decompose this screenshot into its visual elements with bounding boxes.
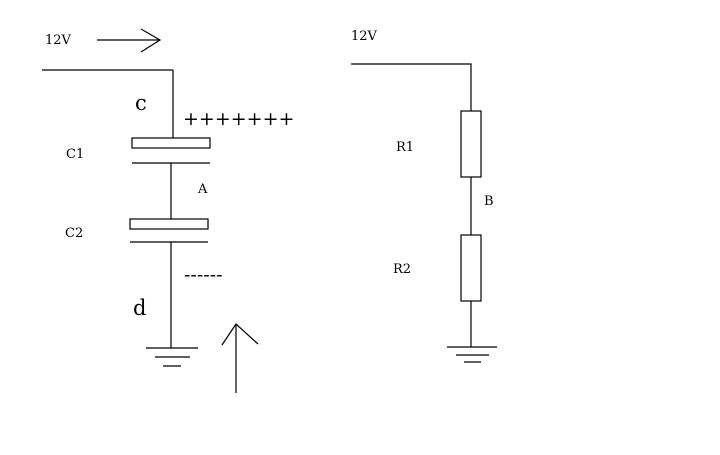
node-c-label: c: [135, 91, 147, 115]
r1-label: R1: [396, 140, 414, 155]
right-supply-label: 12V: [351, 29, 378, 44]
resistor-r2: [460, 234, 482, 302]
left-ground-icon: [146, 347, 198, 367]
right-ground-icon: [447, 346, 497, 363]
node-b-label: B: [484, 194, 494, 209]
resistor-circuit: 12V R1 B R2: [351, 29, 497, 363]
c2-label: C2: [65, 226, 83, 241]
c2-top-plate: [129, 218, 209, 230]
c1-top-plate: [131, 137, 211, 149]
left-top-arrow-icon: [97, 28, 162, 53]
right-supply-wire: [351, 63, 472, 111]
negative-charge-label: ------: [184, 264, 223, 286]
left-bottom-arrow-icon: [221, 323, 259, 393]
capacitor-circuit: 12V c +++++++ C1 A C2 ------ d: [42, 28, 294, 393]
left-supply-label: 12V: [45, 33, 72, 48]
resistor-r1: [460, 110, 482, 178]
node-d-label: d: [133, 296, 146, 320]
r2-label: R2: [393, 262, 411, 277]
positive-charge-label: +++++++: [183, 108, 294, 130]
node-a-label: A: [197, 182, 208, 197]
c1-label: C1: [66, 147, 84, 162]
